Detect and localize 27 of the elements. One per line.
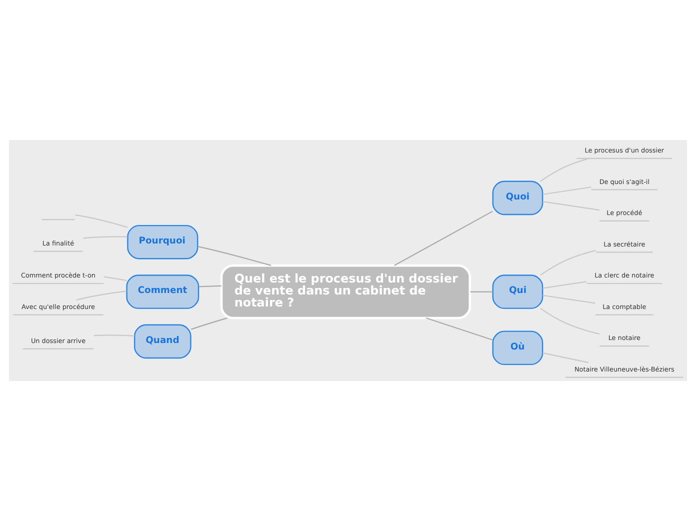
connector [542,280,586,288]
node-line [42,218,75,220]
connector [83,236,128,238]
node-box: Qui [492,274,544,308]
connector [198,284,222,287]
connector [75,214,128,228]
connector [540,307,600,334]
node-box: Pourquoi [127,224,198,259]
connector [76,290,127,300]
node-box: Quoi [492,180,544,215]
connector [190,317,228,330]
connector [542,352,589,363]
connector [104,276,127,281]
connector [542,186,592,194]
connector [540,249,596,276]
connector [542,294,596,304]
connector [542,200,600,210]
connector [540,157,589,182]
node-box: Comment [126,274,200,308]
connector [394,210,494,266]
connector [198,245,272,266]
node-box: Où [492,330,544,365]
connector [94,334,135,336]
connector [426,317,493,340]
connector [470,290,493,292]
node-box: Quel est le procesus d'un dossier de vente dans un cabinet de notaire ? [220,264,472,319]
node-box: Quand [134,324,192,358]
